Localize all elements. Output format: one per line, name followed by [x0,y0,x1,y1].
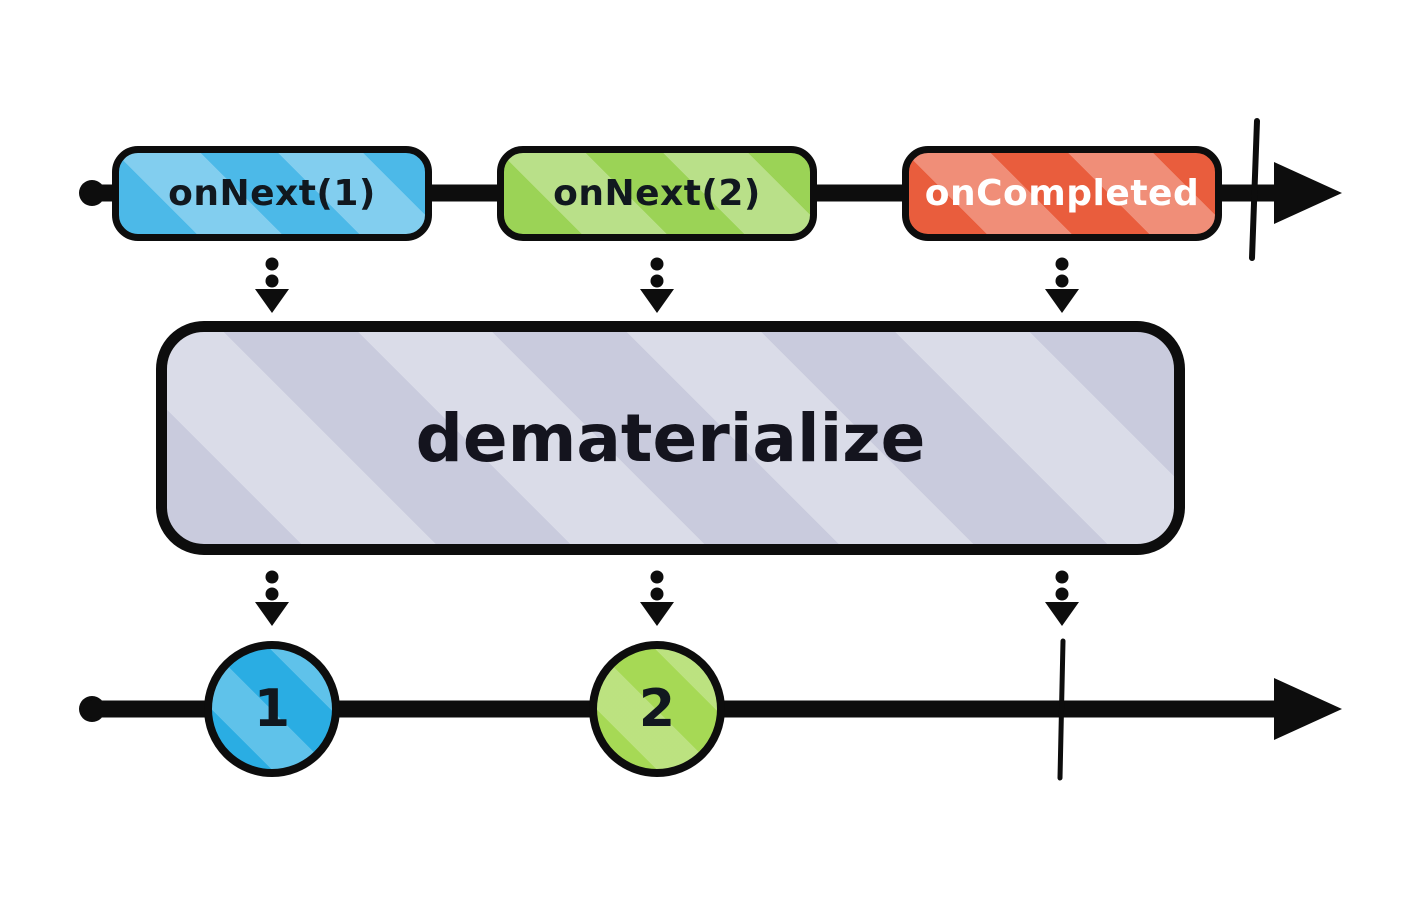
dash-dot [1055,587,1069,601]
down-arrowhead-icon [640,602,674,626]
dash-dot [650,570,664,584]
notification-label: onCompleted [924,173,1200,214]
down-arrowhead-icon [255,602,289,626]
dash-dot [1055,257,1069,271]
down-arrowhead-icon [1045,602,1079,626]
source-timeline-arrowhead-icon [1274,162,1342,224]
dash-dot [1055,274,1069,288]
dashed-arrow-source-2 [640,257,674,313]
dash-dot [650,587,664,601]
source-completion-tick [1249,118,1260,261]
notification-label: onNext(2) [553,173,761,214]
dashed-arrow-source-1 [255,257,289,313]
down-arrowhead-icon [640,289,674,313]
marble-label: 1 [253,679,291,739]
dash-dot [265,587,279,601]
dashed-arrow-source-3 [1045,257,1079,313]
dash-dot [1055,570,1069,584]
output-marble-2: 2 [589,641,725,777]
notification-pill-oncompleted: onCompleted [902,146,1222,241]
down-arrowhead-icon [255,289,289,313]
output-timeline-arrowhead-icon [1274,678,1342,740]
notification-pill-onnext-2: onNext(2) [497,146,817,241]
marble-label: 2 [638,679,676,739]
dash-dot [265,570,279,584]
dash-dot [650,274,664,288]
dashed-arrow-output-3 [1045,570,1079,626]
dashed-arrow-output-2 [640,570,674,626]
output-completion-tick [1057,638,1066,781]
dash-dot [650,257,664,271]
operator-label: dematerialize [415,399,926,477]
down-arrowhead-icon [1045,289,1079,313]
dash-dot [265,257,279,271]
output-marble-1: 1 [204,641,340,777]
notification-label: onNext(1) [168,173,376,214]
notification-pill-onnext-1: onNext(1) [112,146,432,241]
operator-box: dematerialize [156,321,1185,555]
dash-dot [265,274,279,288]
dashed-arrow-output-1 [255,570,289,626]
